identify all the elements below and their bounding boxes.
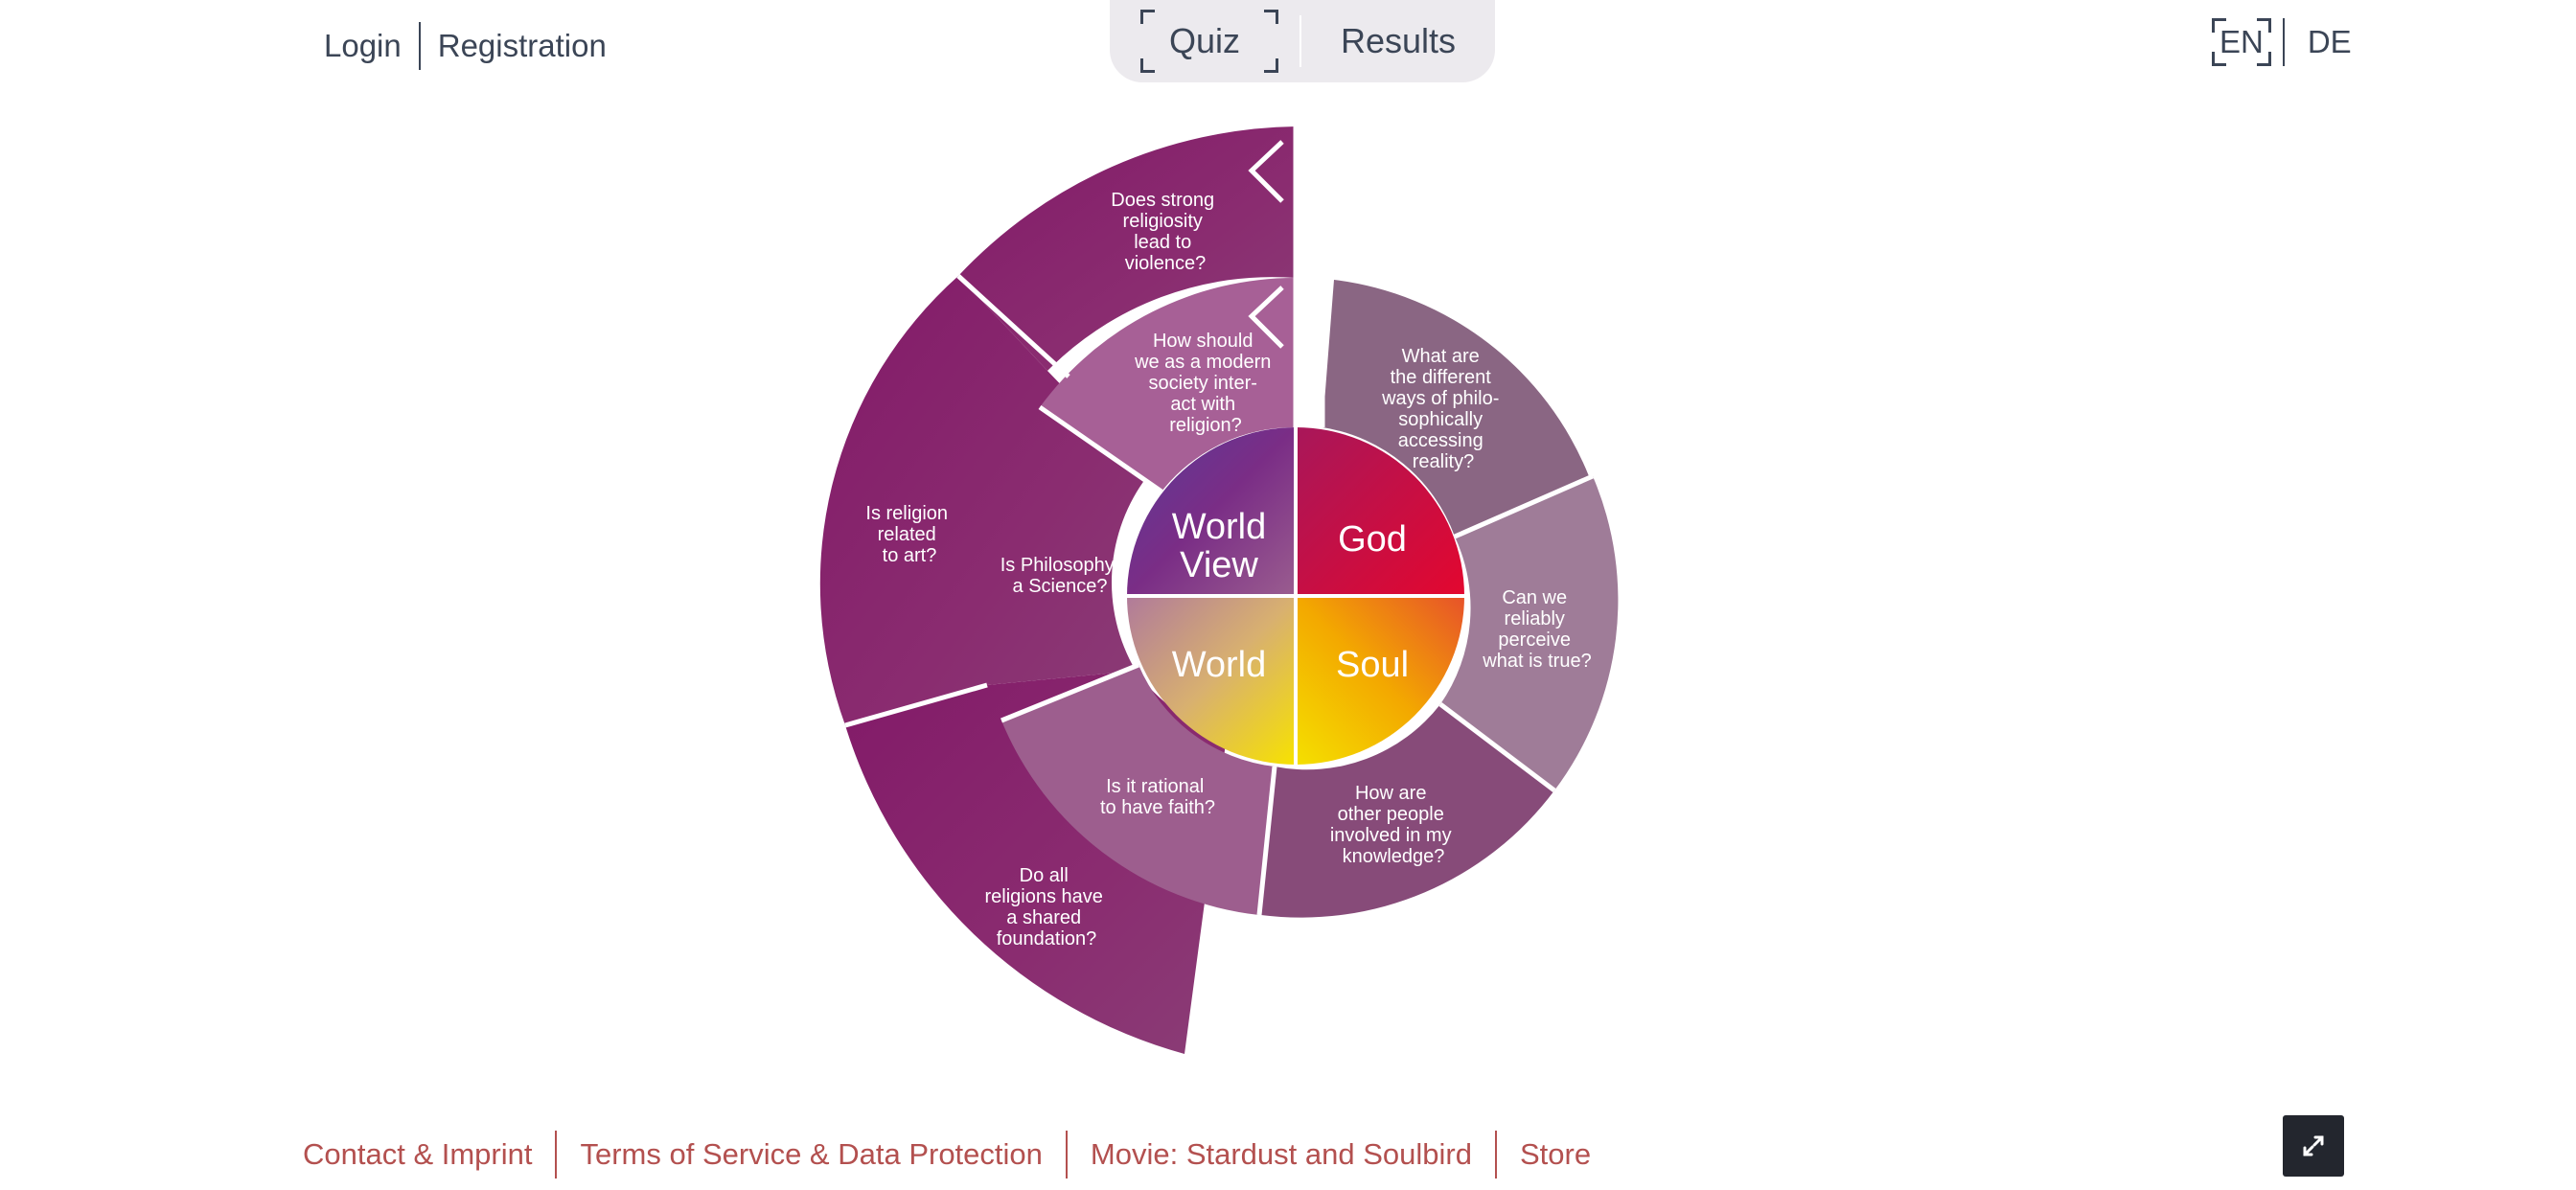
tab-divider	[1300, 15, 1301, 67]
lang-divider	[2282, 18, 2285, 66]
center-world-view-line1: World	[1172, 507, 1267, 547]
fullscreen-button[interactable]	[2283, 1115, 2344, 1177]
question-violence: Does strong religiosity lead to violence…	[1111, 190, 1219, 274]
tab-results[interactable]: Results	[1301, 21, 1495, 61]
question-ways: What are the different ways of philo- so…	[1381, 346, 1505, 472]
lang-en-label: EN	[2220, 24, 2264, 59]
question-society: How should we as a modern society inter-…	[1134, 331, 1276, 436]
quadrant-world[interactable]	[1127, 596, 1296, 765]
terms-link[interactable]: Terms of Service & Data Protection	[580, 1137, 1043, 1171]
center-quadrants	[1127, 427, 1464, 765]
segment-people[interactable]	[1261, 704, 1554, 918]
chevron-left-icon[interactable]	[1248, 140, 1284, 203]
lang-en[interactable]: EN	[2212, 18, 2271, 66]
segment-society[interactable]	[1040, 277, 1296, 492]
lang-de[interactable]: DE	[2307, 24, 2352, 59]
quadrant-world-view[interactable]	[1127, 427, 1296, 596]
footer-divider	[555, 1131, 558, 1179]
question-foundation: Do all religions have a shared foundatio…	[985, 865, 1109, 950]
segment-separators	[844, 126, 1595, 916]
question-perceive: Can we reliably perceive what is true?	[1482, 587, 1591, 672]
store-link[interactable]: Store	[1519, 1137, 1592, 1171]
question-faith: Is it rational to have faith?	[1100, 776, 1215, 818]
movie-link[interactable]: Movie: Stardust and Soulbird	[1090, 1137, 1472, 1171]
footer-divider	[1494, 1131, 1497, 1179]
expand-arrows-icon	[2303, 1135, 2324, 1156]
login-link[interactable]: Login	[324, 28, 402, 63]
contact-imprint-link[interactable]: Contact & Imprint	[303, 1137, 533, 1171]
question-people: How are other people involved in my know…	[1330, 783, 1457, 867]
segment-faith[interactable]	[1001, 665, 1275, 915]
center-world: World	[1172, 645, 1267, 685]
tab-quiz-label: Quiz	[1168, 21, 1241, 60]
chevron-left-icon[interactable]	[1248, 286, 1284, 349]
main-tabs: Quiz Results	[1110, 0, 1495, 82]
center-god: God	[1338, 519, 1407, 560]
segment-perceive[interactable]	[1440, 476, 1619, 790]
segment-violence[interactable]	[958, 126, 1296, 371]
question-philosophy: Is Philosophy a Science?	[1000, 555, 1120, 597]
quadrant-god[interactable]	[1296, 427, 1464, 596]
language-switcher: EN DE	[2212, 15, 2358, 69]
tab-quiz[interactable]: Quiz	[1110, 10, 1300, 73]
auth-divider	[418, 22, 421, 70]
quadrant-soul[interactable]	[1296, 596, 1464, 765]
tab-results-label: Results	[1340, 21, 1457, 60]
footer-divider	[1065, 1131, 1068, 1179]
footer-links: Contact & Imprint Terms of Service & Dat…	[303, 1129, 1591, 1180]
registration-link[interactable]: Registration	[437, 28, 607, 63]
question-art: Is religion related to art?	[865, 503, 953, 566]
auth-links: Login Registration	[324, 19, 607, 73]
segment-art[interactable]	[819, 276, 1148, 725]
segment-ways[interactable]	[1322, 280, 1589, 537]
center-world-view-line2: View	[1180, 545, 1258, 585]
center-soul: Soul	[1336, 645, 1409, 685]
